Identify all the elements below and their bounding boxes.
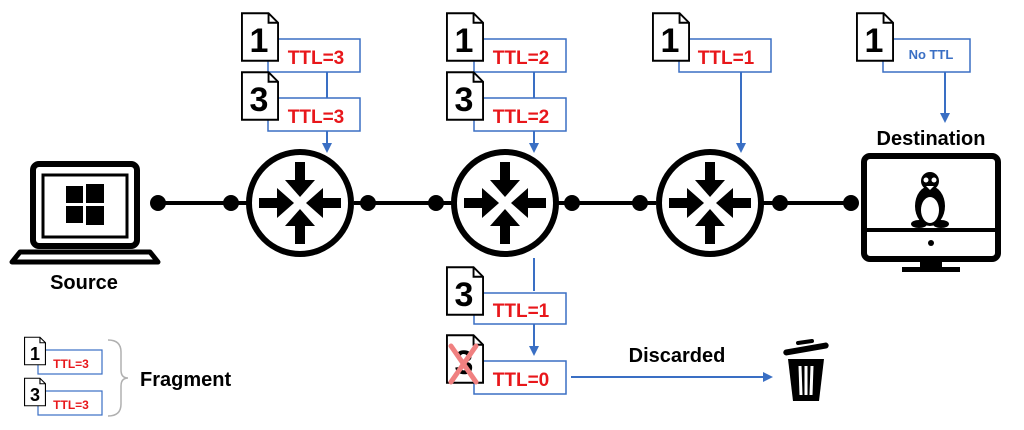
source-laptop-icon: [9, 161, 161, 265]
discard-fragment-3-ttl1: 3 TTL=1: [446, 266, 567, 325]
legend-fragment-1: 1 TTL=3: [24, 336, 103, 375]
svg-text:1: 1: [661, 22, 680, 60]
discarded-label: Discarded: [629, 345, 726, 367]
svg-text:1: 1: [865, 22, 884, 60]
hop2-fragment-3: 3 TTL=2: [446, 71, 567, 132]
linux-tux-icon: [911, 172, 949, 228]
hop1-fragment-1: 1 TTL=3: [241, 12, 361, 73]
svg-text:No TTL: No TTL: [909, 47, 954, 62]
router-2-icon: [454, 152, 556, 254]
svg-text:3: 3: [30, 385, 40, 405]
svg-text:TTL=3: TTL=3: [53, 357, 89, 371]
hop2-fragment-1: 1 TTL=2: [446, 12, 567, 73]
svg-text:1: 1: [30, 344, 40, 364]
discarded-cross-icon: [448, 343, 479, 385]
svg-text:3: 3: [250, 81, 269, 119]
destination-fragment-1: 1 No TTL: [856, 12, 971, 73]
svg-text:TTL=1: TTL=1: [493, 301, 550, 322]
router-1-icon: [249, 152, 351, 254]
svg-text:3: 3: [455, 276, 474, 314]
svg-text:1: 1: [250, 22, 269, 60]
hop3-fragment-1: 1 TTL=1: [652, 12, 772, 73]
destination-label: Destination: [877, 128, 986, 150]
hop1-fragment-3: 3 TTL=3: [241, 71, 361, 132]
legend-brace: [107, 339, 129, 417]
svg-text:TTL=0: TTL=0: [493, 370, 549, 391]
svg-text:TTL=2: TTL=2: [493, 48, 549, 69]
legend: 1 TTL=3 3 TTL=3 Fragment: [24, 336, 231, 417]
svg-text:1: 1: [455, 22, 474, 60]
network-backbone: [150, 195, 859, 211]
flow-arrows: [322, 72, 950, 382]
svg-text:TTL=3: TTL=3: [53, 398, 89, 412]
svg-text:TTL=3: TTL=3: [288, 48, 344, 69]
source-label: Source: [50, 272, 118, 294]
svg-text:TTL=3: TTL=3: [288, 107, 344, 128]
fragment-label: Fragment: [140, 369, 231, 391]
svg-text:TTL=2: TTL=2: [493, 107, 549, 128]
router-3-icon: [659, 152, 761, 254]
destination-monitor-icon: [861, 153, 1001, 272]
trash-can-icon: [783, 339, 829, 401]
svg-text:3: 3: [455, 81, 474, 119]
svg-text:TTL=1: TTL=1: [698, 48, 755, 69]
legend-fragment-3: 3 TTL=3: [24, 377, 103, 416]
windows-logo-icon: [66, 184, 104, 225]
discard-fragment-3-ttl0: 3 TTL=0: [446, 334, 567, 395]
